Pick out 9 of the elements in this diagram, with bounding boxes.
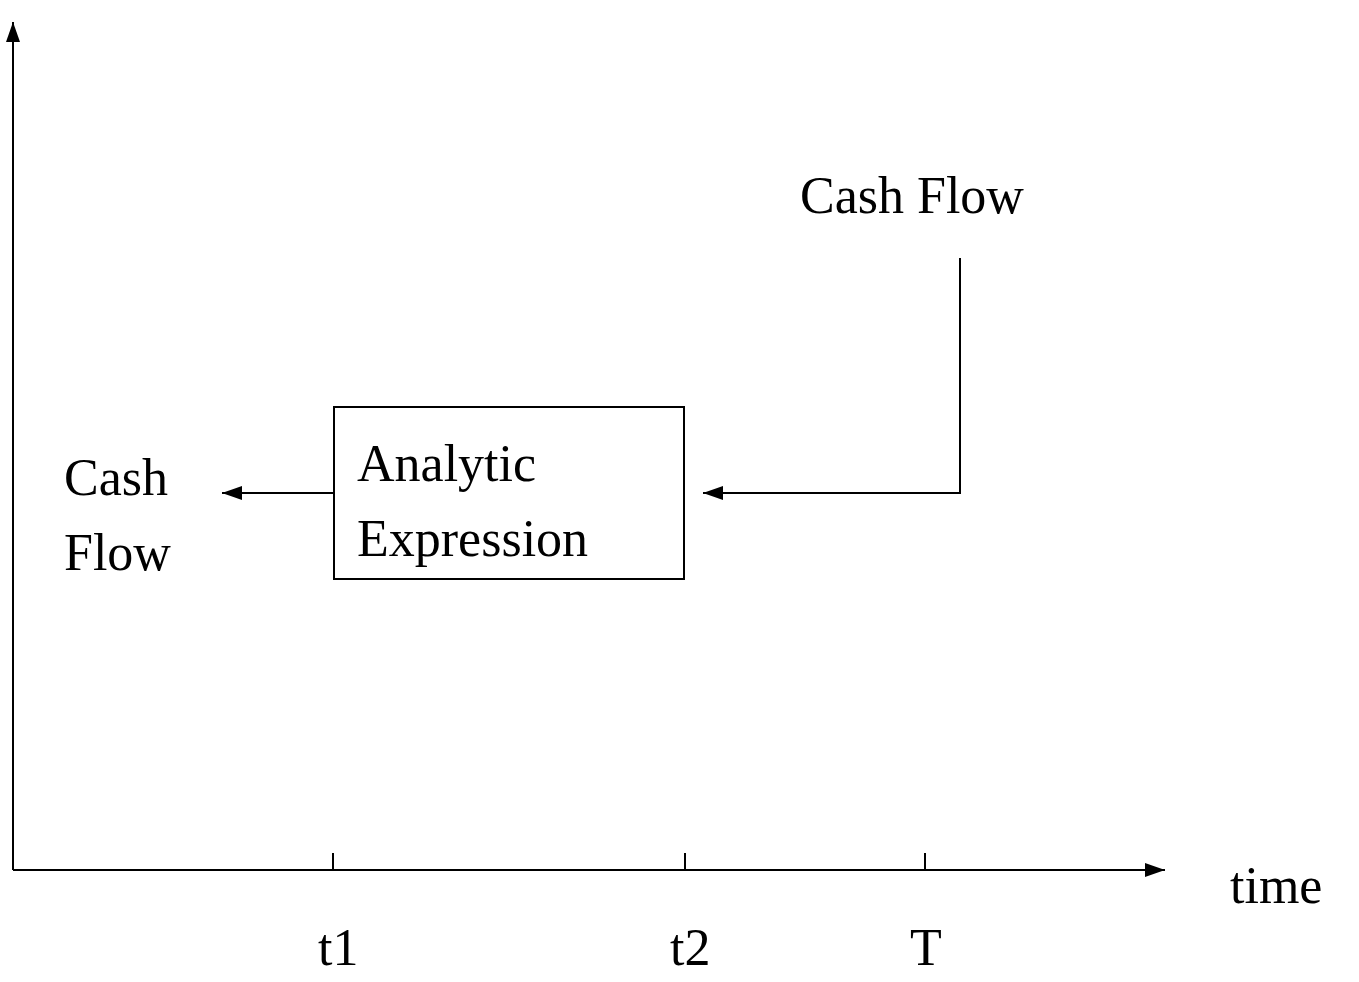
tick-label: t1 [318, 922, 359, 974]
bare-text: Cash Flow [800, 170, 1080, 222]
tick-label: t2 [670, 922, 711, 974]
arrow [221, 486, 334, 500]
process-box: Analytic Expression [333, 406, 685, 580]
arrow [702, 257, 961, 500]
axis-label: time [1230, 860, 1323, 912]
tick-label: T [910, 922, 942, 974]
bare-text: Cash Flow [64, 440, 204, 591]
